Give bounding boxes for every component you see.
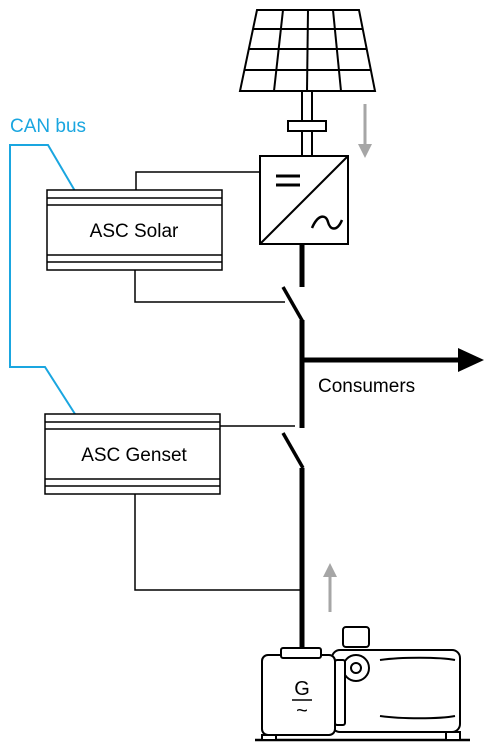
solar-breaker-switch-icon [281,286,305,323]
generator-ac-symbol: ~ [296,700,308,722]
asc-genset-label: ASC Genset [81,445,187,466]
genset-flow-arrow-icon [323,563,337,612]
consumers-arrow-icon [300,348,484,372]
asc-genset-controller [44,413,221,495]
asc-solar-label: ASC Solar [90,221,179,242]
control-wires [134,171,302,591]
solar-flow-arrow-icon [358,104,372,158]
inverter-dc-ac-icon [259,155,349,245]
consumers-label: Consumers [318,376,415,397]
generator-g-label: G [294,678,310,700]
solar-panel-icon [238,9,377,155]
asc-solar-controller [46,189,223,271]
can-bus-label: CAN bus [10,116,86,137]
genset-breaker-switch-icon [281,432,305,469]
can-bus-line [9,144,76,415]
diesel-genset-icon [255,626,470,742]
